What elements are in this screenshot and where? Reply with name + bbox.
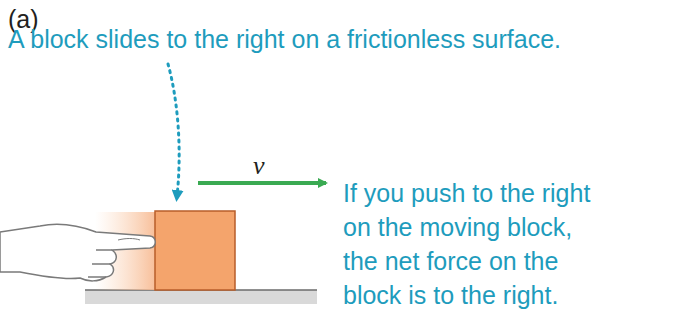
caption-note: A block slides to the right on a frictio… (8, 24, 561, 54)
leader-arrow (168, 64, 179, 196)
pushing-hand (0, 224, 155, 280)
velocity-label: v (253, 150, 265, 181)
explanation-note: If you push to the right on the moving b… (343, 176, 609, 312)
ground (85, 290, 317, 304)
block (155, 211, 235, 290)
velocity-arrow (198, 181, 326, 185)
